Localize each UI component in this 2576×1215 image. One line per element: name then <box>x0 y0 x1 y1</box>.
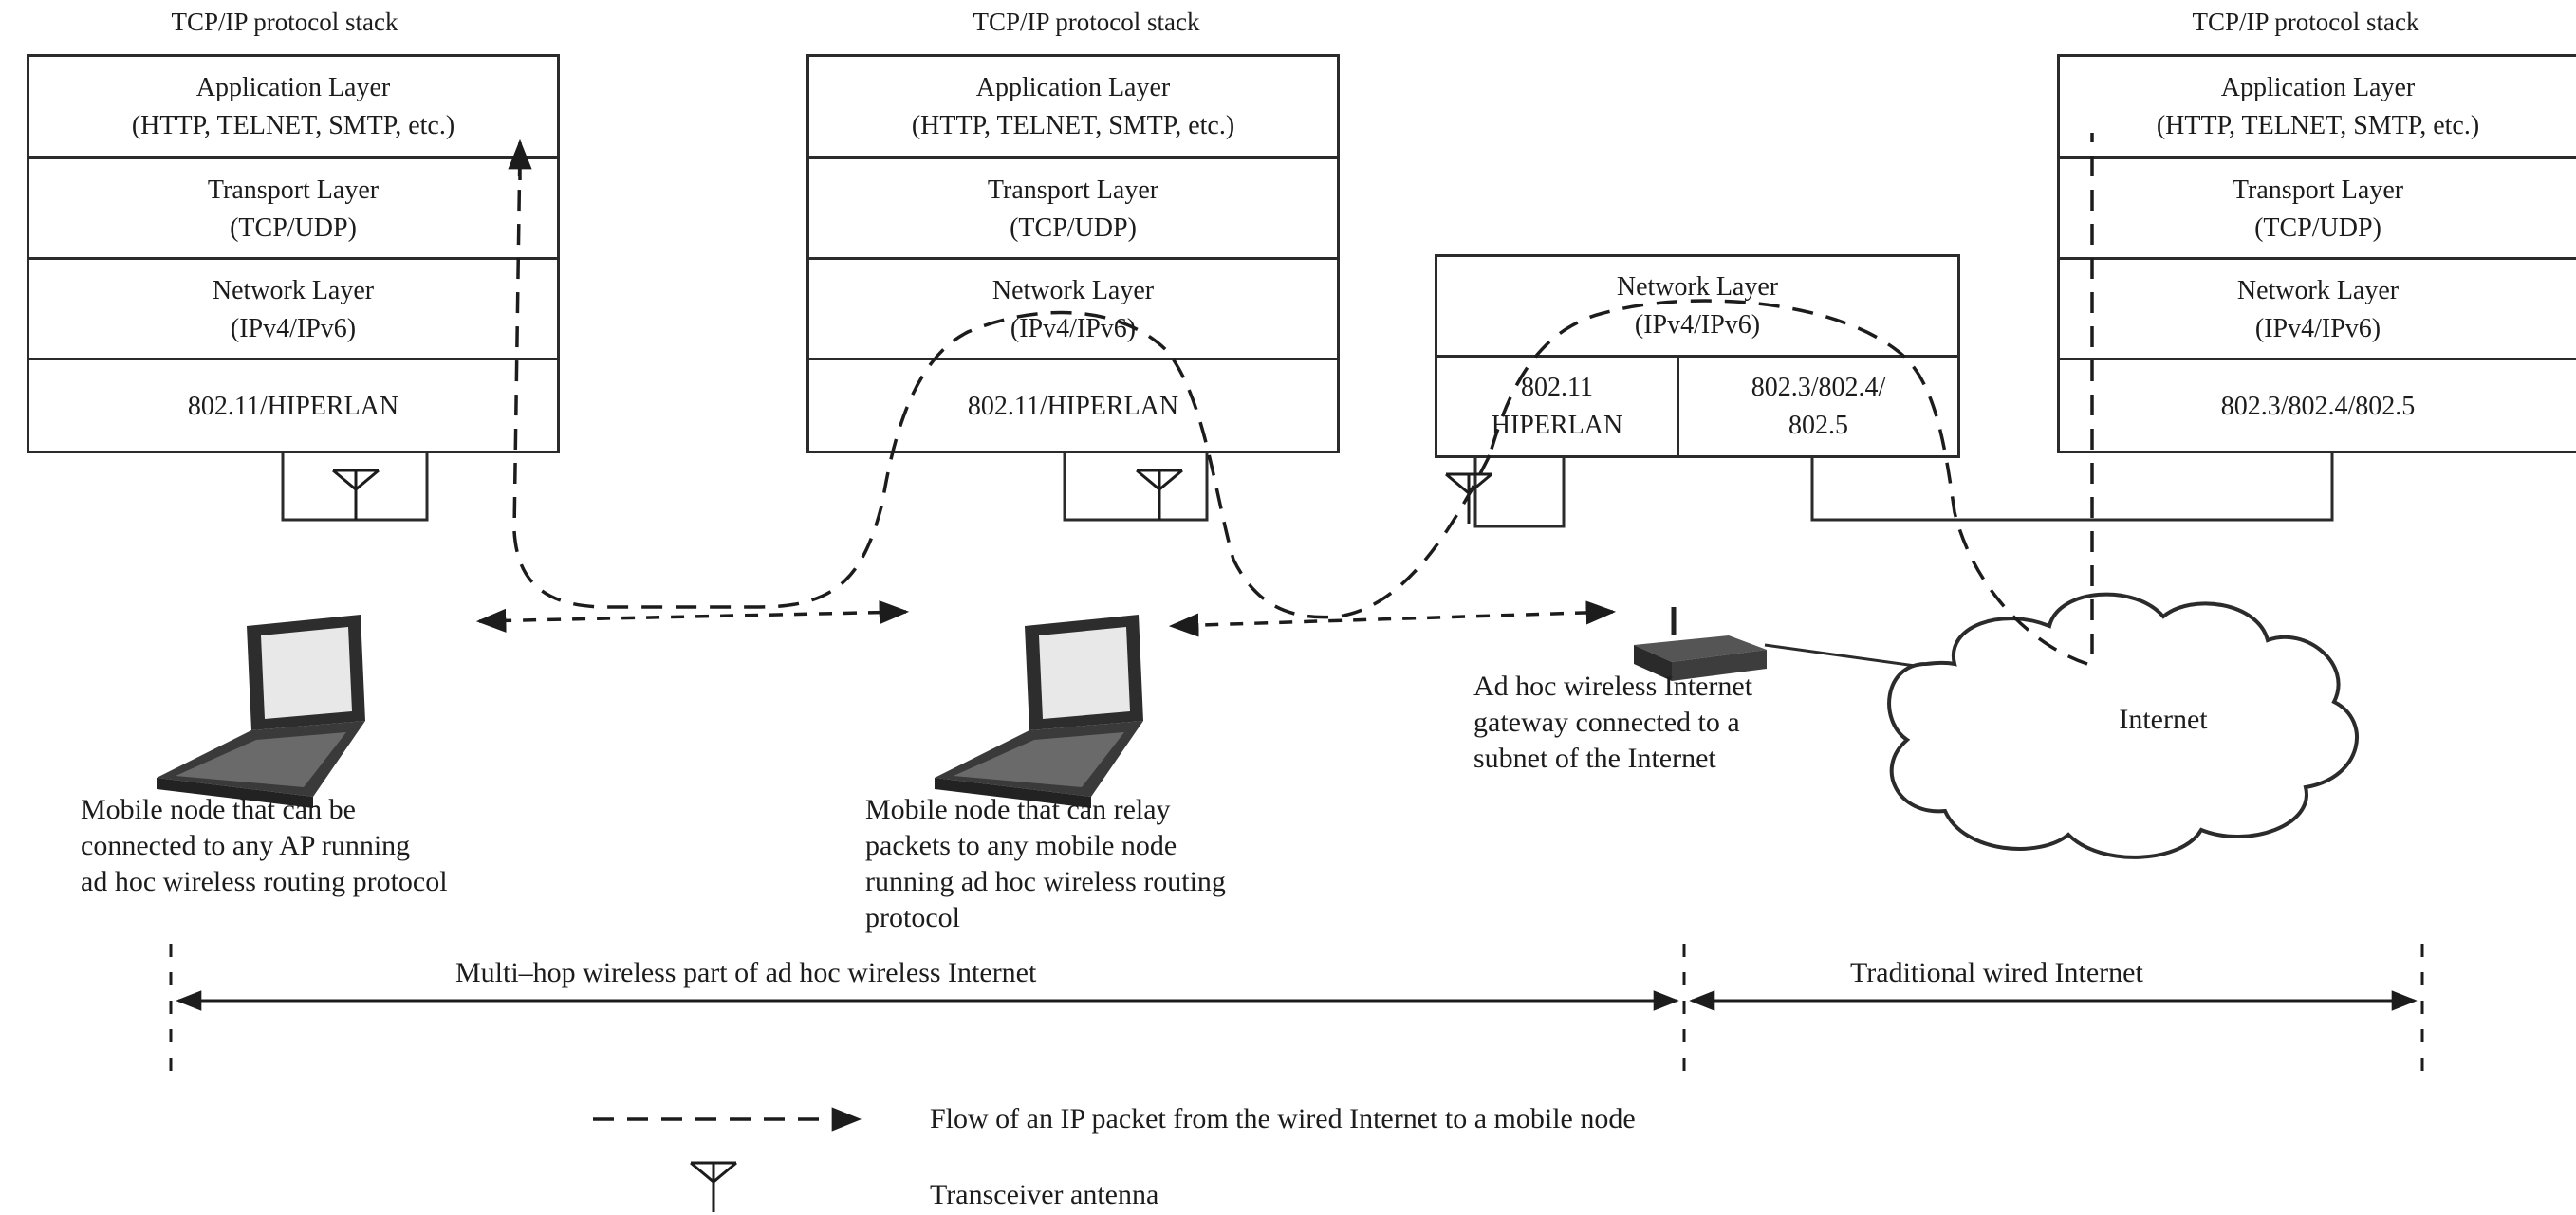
legend-flow-label: Flow of an IP packet from the wired Inte… <box>930 1103 1636 1134</box>
layer-name: Network Layer <box>1616 271 1779 302</box>
link-layer: 802.11/HIPERLAN <box>29 358 557 453</box>
caption-line: packets to any mobile node <box>865 830 1177 861</box>
caption-line: Ad hoc wireless Internet <box>1473 671 1753 702</box>
link-label: 802.5 <box>1788 410 1848 440</box>
protocol-stack-3: Application Layer (HTTP, TELNET, SMTP, e… <box>2057 54 2576 453</box>
transport-layer: Transport Layer (TCP/UDP) <box>809 156 1337 260</box>
wired-span-label: Traditional wired Internet <box>1850 957 2143 988</box>
network-layer: Network Layer (IPv4/IPv6) <box>1437 257 1957 355</box>
layer-protocols: (IPv4/IPv6) <box>1634 309 1761 340</box>
protocol-stack-2: Application Layer (HTTP, TELNET, SMTP, e… <box>806 54 1340 453</box>
transport-layer: Transport Layer (TCP/UDP) <box>29 156 557 260</box>
caption-line: ad hoc wireless routing protocol <box>81 866 448 897</box>
laptop-icon <box>157 615 365 808</box>
link-layer: 802.11/HIPERLAN <box>809 358 1337 453</box>
transport-layer: Transport Layer (TCP/UDP) <box>2060 156 2576 260</box>
link-label: 802.11 <box>1521 372 1593 402</box>
antenna-icon <box>1445 472 1492 524</box>
internet-label: Internet <box>2119 704 2208 735</box>
layer-name: Application Layer <box>2220 72 2416 102</box>
layer-protocols: (HTTP, TELNET, SMTP, etc.) <box>2156 110 2480 140</box>
stack-2-title: TCP/IP protocol stack <box>973 8 1200 36</box>
layer-protocols: (IPv4/IPv6) <box>2254 314 2381 343</box>
stack-3-title: TCP/IP protocol stack <box>2192 8 2419 36</box>
mobile-node-1-caption: Mobile node that can be connected to any… <box>81 792 448 900</box>
gateway-protocol-stack: Network Layer (IPv4/IPv6) 802.11 HIPERLA… <box>1435 254 1960 458</box>
layer-name: Transport Layer <box>987 175 1159 205</box>
caption-line: gateway connected to a <box>1473 707 1740 738</box>
stack-1-title: TCP/IP protocol stack <box>171 8 398 36</box>
laptop-icon <box>935 615 1143 808</box>
wireless-hop-arrows <box>475 600 1617 637</box>
layer-protocols: (TCP/UDP) <box>2254 213 2381 243</box>
cloud-icon <box>1887 592 2359 859</box>
network-layer: Network Layer (IPv4/IPv6) <box>2060 257 2576 360</box>
antenna-icon <box>1136 469 1183 520</box>
link-layer-wireless: 802.11 HIPERLAN <box>1437 358 1677 455</box>
packet-flow-path <box>512 133 2094 666</box>
caption-line: Mobile node that can be <box>81 794 356 825</box>
antenna-mount-gateway <box>1473 458 1566 528</box>
application-layer: Application Layer (HTTP, TELNET, SMTP, e… <box>2060 57 2576 156</box>
layer-name: Network Layer <box>212 276 375 305</box>
legend-antenna-label: Transceiver antenna <box>930 1179 1159 1210</box>
antenna-icon <box>690 1161 737 1212</box>
router-icon <box>1634 607 1767 681</box>
wired-connection <box>1810 453 2334 522</box>
link-label: 802.11/HIPERLAN <box>187 392 399 421</box>
layer-protocols: (TCP/UDP) <box>1010 213 1137 243</box>
link-divider <box>1677 358 1679 455</box>
caption-line: Mobile node that can relay <box>865 794 1171 825</box>
link-label: 802.11/HIPERLAN <box>967 392 1179 421</box>
link-layer: 802.3/802.4/802.5 <box>2060 358 2576 453</box>
layer-protocols: (TCP/UDP) <box>230 213 357 243</box>
layer-protocols: (IPv4/IPv6) <box>1010 314 1137 343</box>
network-layer: Network Layer (IPv4/IPv6) <box>29 257 557 360</box>
layer-name: Network Layer <box>991 276 1155 305</box>
link-label: HIPERLAN <box>1491 410 1623 440</box>
application-layer: Application Layer (HTTP, TELNET, SMTP, e… <box>29 57 557 156</box>
network-layer: Network Layer (IPv4/IPv6) <box>809 257 1337 360</box>
caption-line: subnet of the Internet <box>1473 743 1716 774</box>
gateway-link <box>1764 643 1937 671</box>
gateway-caption: Ad hoc wireless Internet gateway connect… <box>1473 669 1752 777</box>
layer-protocols: (HTTP, TELNET, SMTP, etc.) <box>131 110 455 140</box>
link-label: 802.3/802.4/802.5 <box>2220 392 2416 421</box>
layer-name: Network Layer <box>2236 276 2400 305</box>
link-layer-wired: 802.3/802.4/ 802.5 <box>1679 358 1957 455</box>
mobile-node-2-caption: Mobile node that can relay packets to an… <box>865 792 1226 936</box>
layer-protocols: (HTTP, TELNET, SMTP, etc.) <box>911 110 1235 140</box>
link-label: 802.3/802.4/ <box>1751 372 1886 402</box>
antenna-mount-2 <box>1063 453 1209 522</box>
span-markers <box>169 944 2424 1072</box>
layer-divider <box>1437 355 1957 358</box>
caption-line: connected to any AP running <box>81 830 411 861</box>
protocol-stack-1: Application Layer (HTTP, TELNET, SMTP, e… <box>27 54 560 453</box>
layer-protocols: (IPv4/IPv6) <box>230 314 357 343</box>
layer-name: Transport Layer <box>207 175 380 205</box>
application-layer: Application Layer (HTTP, TELNET, SMTP, e… <box>809 57 1337 156</box>
layer-name: Application Layer <box>195 72 391 102</box>
layer-name: Transport Layer <box>2232 175 2404 205</box>
caption-line: running ad hoc wireless routing <box>865 866 1226 897</box>
antenna-icon <box>332 469 380 520</box>
caption-line: protocol <box>865 902 960 933</box>
layer-name: Application Layer <box>975 72 1171 102</box>
wireless-span-label: Multi–hop wireless part of ad hoc wirele… <box>455 957 1037 988</box>
